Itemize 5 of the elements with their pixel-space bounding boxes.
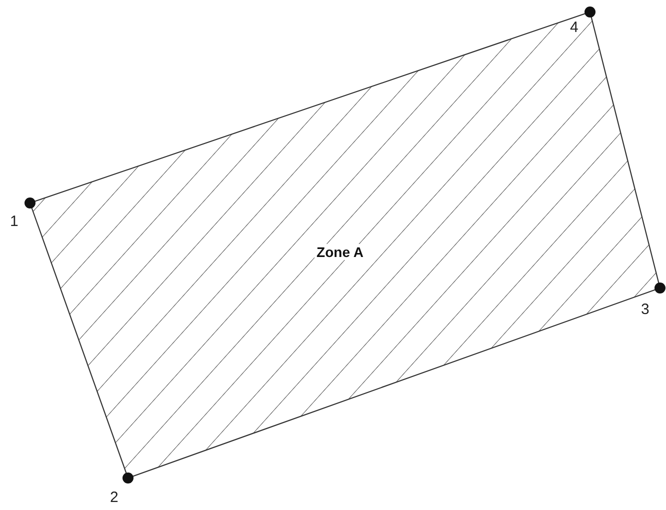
vertex-number: 4 [570,20,578,35]
vertex-number: 2 [110,490,118,505]
vertex-number: 1 [10,214,18,229]
vertex-number: 3 [641,302,650,317]
zone-label: Zone A [314,244,366,260]
